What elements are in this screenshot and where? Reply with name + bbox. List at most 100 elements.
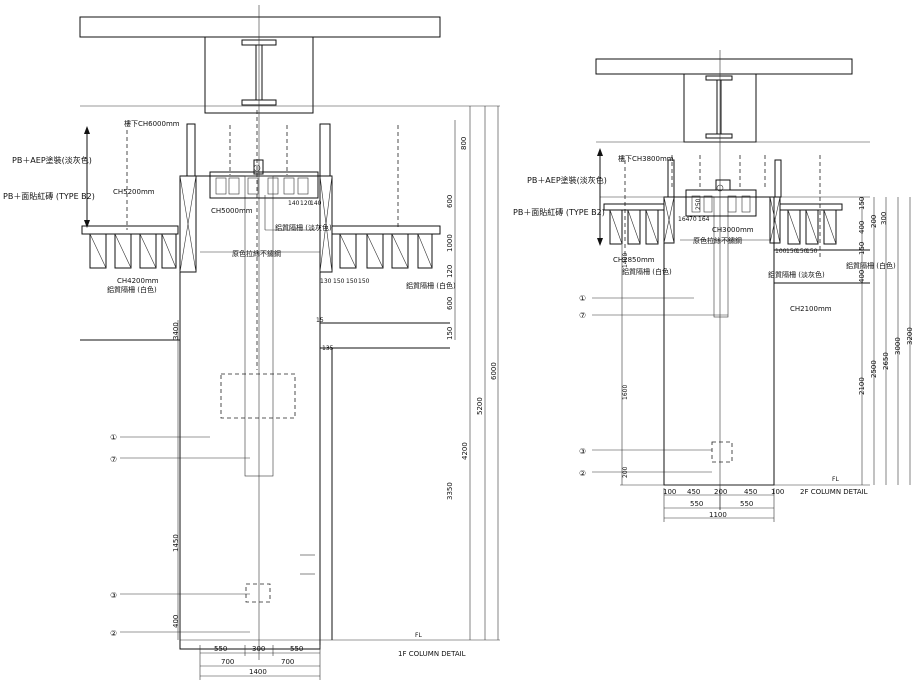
label-pb-tile: PB＋面貼紅磚 (TYPE B2) — [513, 207, 605, 217]
fl-label: FL — [415, 632, 422, 639]
top-slab — [595, 58, 853, 75]
column-body — [179, 175, 321, 650]
label-alu-grille-white-right: 鋁質隔柵 (白色) — [846, 261, 896, 270]
top-slab — [79, 16, 441, 38]
column-side-panel-right — [186, 123, 333, 273]
dim-small: 15 — [316, 317, 324, 324]
dim-small: 140 — [288, 200, 300, 207]
dim-right: 3000 — [894, 337, 902, 355]
label-alu-grille-white: 鋁質隔柵 (白色) — [622, 267, 672, 276]
dim-right: 1000 — [446, 234, 454, 252]
top-grille — [685, 179, 757, 217]
callout-2: ② — [579, 469, 586, 478]
label-alu-grille-grey: 鋁質隔柵 (淡灰色) — [768, 270, 825, 279]
dim-small: 100 — [775, 248, 787, 255]
dim-left: 1400 — [622, 253, 629, 268]
dim-right: 150 — [858, 197, 866, 210]
dim-bottom: 550 — [290, 645, 303, 653]
dim-small: 250 — [695, 198, 702, 210]
left-grille — [81, 225, 179, 269]
label-pb-aep: PB＋AEP塗裝(淡灰色) — [527, 175, 607, 185]
dim-bottom-total: 1400 — [249, 668, 267, 676]
label-ch3000: CH3000mm — [712, 226, 754, 234]
right-grille — [331, 225, 441, 269]
dim-small: 70 — [689, 216, 697, 223]
dim-right: 5200 — [476, 397, 484, 415]
label-ch2100: CH2100mm — [790, 305, 832, 313]
left-grille — [603, 203, 665, 245]
dim-small: 164 — [678, 216, 690, 223]
dim-small: 120 — [300, 200, 312, 207]
dim-bottom: 300 — [252, 645, 265, 653]
dim-left: 3400 — [172, 322, 180, 340]
label-stainless: 原色拉絲不鏽鋼 — [693, 236, 742, 245]
dim-right: 300 — [880, 212, 888, 225]
dim-bottom: 700 — [281, 658, 294, 666]
top-grille — [209, 159, 319, 199]
dim-right: 150 — [858, 242, 866, 255]
drawing-title-2f: 2F COLUMN DETAIL — [800, 488, 868, 496]
label-ch4200: CH4200mm — [117, 277, 159, 285]
left-1f-column-detail: 樓下CH6000mm PB＋AEP塗裝(淡灰色) PB＋面貼紅磚 (TYPE B… — [3, 5, 500, 680]
label-pb-aep: PB＋AEP塗裝(淡灰色) — [12, 155, 92, 165]
dim-right: 2100 — [858, 377, 866, 395]
dim-bottom: 450 — [687, 488, 700, 496]
label-pb-tile: PB＋面貼紅磚 (TYPE B2) — [3, 191, 95, 201]
dim-small: 150 — [358, 278, 370, 285]
dim-right: 2500 — [870, 360, 878, 378]
column-core — [244, 175, 274, 477]
column-side-panel-left — [179, 175, 197, 273]
callout-3: ③ — [579, 447, 586, 456]
dim-right: 6000 — [490, 362, 498, 380]
dim-small: 150 — [786, 248, 798, 255]
label-ch5000: CH5000mm — [211, 207, 253, 215]
steel-i-beam — [705, 75, 733, 139]
dim-right: 600 — [446, 195, 454, 208]
dim-small: 150 — [796, 248, 808, 255]
dim-bottom: 550 — [740, 500, 753, 508]
dim-right: 120 — [446, 265, 454, 278]
dim-right: 200 — [870, 215, 878, 228]
right-2f-column-detail: 樓下CH3800mm PB＋AEP塗裝(淡灰色) PB＋面貼紅磚 (TYPE B… — [513, 50, 914, 522]
dim-bottom: 550 — [214, 645, 227, 653]
dim-left: 200 — [622, 466, 629, 478]
label-ceiling-3800: 樓下CH3800mm — [618, 154, 674, 163]
dim-right: 800 — [460, 137, 468, 150]
right-grille — [779, 203, 843, 245]
dim-right: 4200 — [461, 442, 469, 460]
dim-left: 1450 — [172, 534, 180, 552]
dim-left: 400 — [172, 615, 180, 628]
dim-bottom: 700 — [221, 658, 234, 666]
dim-right: 2650 — [882, 352, 890, 370]
dim-right: 600 — [446, 297, 454, 310]
dim-left: 1600 — [622, 385, 629, 400]
dim-bottom: 200 — [714, 488, 727, 496]
label-ch5200: CH5200mm — [113, 188, 155, 196]
dim-small: 150 — [806, 248, 818, 255]
dim-small: 135 — [322, 345, 334, 352]
dim-small: 140 — [310, 200, 322, 207]
column-side-panel-right — [667, 159, 782, 244]
dim-bottom: 550 — [690, 500, 703, 508]
label-alu-grille-grey: 鋁質隔柵 (淡灰色) — [275, 223, 332, 232]
callout-7: ⑦ — [579, 311, 586, 320]
label-ch2850: CH2850mm — [613, 256, 655, 264]
dim-right: 3350 — [446, 482, 454, 500]
dim-right: 400 — [858, 270, 866, 283]
callout-1: ① — [110, 433, 117, 442]
hidden-anchor — [245, 583, 271, 603]
label-stainless: 原色拉絲不鏽鋼 — [232, 249, 281, 258]
label-alu-grille-white-left: 鋁質隔柵 (白色) — [107, 285, 157, 294]
dim-bottom: 100 — [663, 488, 676, 496]
column-side-panel-left — [663, 196, 675, 244]
callout-2: ② — [110, 629, 117, 638]
dim-small: 130 — [320, 278, 332, 285]
dim-right: 150 — [446, 327, 454, 340]
drawing-title-1f: 1F COLUMN DETAIL — [398, 650, 466, 658]
fl-label: FL — [832, 476, 839, 483]
dim-small: 150 — [346, 278, 358, 285]
dim-bottom-total: 1100 — [709, 511, 727, 519]
label-ceiling-6000: 樓下CH6000mm — [124, 119, 180, 128]
column-core — [713, 196, 729, 318]
